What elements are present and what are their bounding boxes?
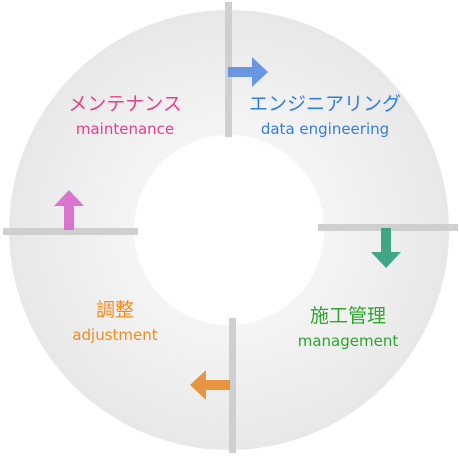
stage-adjustment-en: adjustment [72, 326, 158, 344]
arrow-up-shape [54, 190, 84, 230]
stage-engineering: エンジニアリング data engineering [240, 95, 410, 137]
stage-engineering-en: data engineering [260, 120, 390, 138]
arrow-right-icon [228, 57, 268, 87]
arrow-up-icon [54, 190, 84, 230]
stage-construction: 施工管理 management [278, 307, 418, 349]
stage-construction-en: management [297, 332, 399, 350]
stage-construction-jp: 施工管理 [309, 305, 386, 327]
arrow-left-shape [190, 370, 230, 400]
cycle-ring [9, 10, 450, 450]
arrow-left-icon [190, 370, 230, 400]
stage-maintenance: メンテナンス maintenance [55, 95, 195, 137]
stage-maintenance-en: maintenance [75, 120, 175, 138]
arrow-right-shape [228, 57, 268, 87]
stage-maintenance-jp: メンテナンス [68, 93, 182, 115]
arrow-down-shape [371, 228, 401, 268]
stage-adjustment-jp: 調整 [95, 299, 134, 321]
arrow-down-icon [371, 228, 401, 268]
separator-right [318, 224, 458, 231]
stage-engineering-jp: エンジニアリング [248, 93, 401, 115]
separator-bottom [229, 318, 236, 453]
stage-adjustment: 調整 adjustment [55, 301, 175, 343]
separator-left [3, 228, 138, 235]
